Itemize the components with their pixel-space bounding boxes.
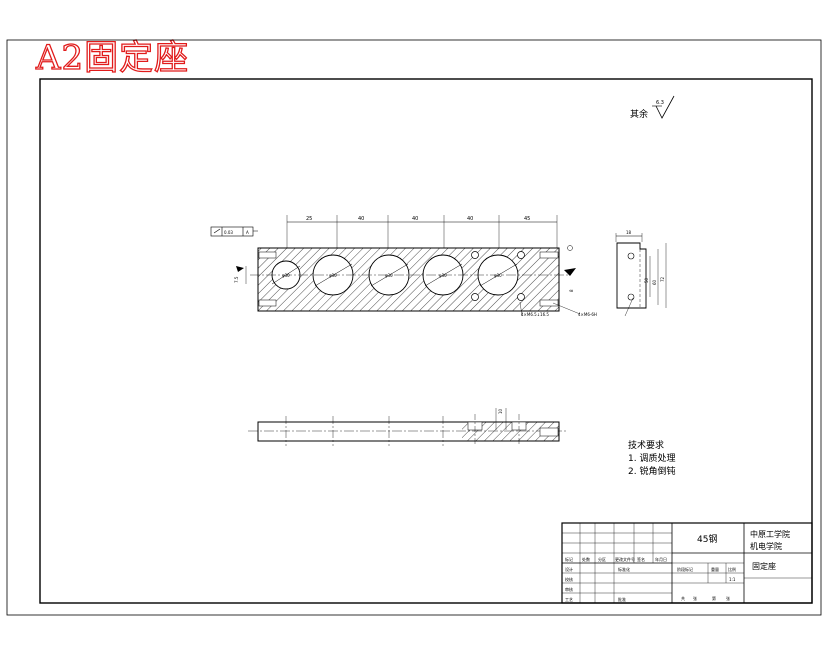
side-view: 18 50 60 72 <box>615 230 667 317</box>
sheet-inner-frame <box>39 78 813 604</box>
svg-text:6.3: 6.3 <box>656 100 664 106</box>
svg-text:10: 10 <box>498 408 503 414</box>
svg-text:0.03: 0.03 <box>224 230 233 235</box>
svg-text:年月日: 年月日 <box>655 556 667 562</box>
svg-text:φ30: φ30 <box>329 273 337 278</box>
svg-text:张: 张 <box>693 595 697 601</box>
bolt-note: 4×M6.5↓16.5 <box>521 312 549 317</box>
svg-text:φ30: φ30 <box>282 273 290 278</box>
tech-req-item: 2. 锐角倒钝 <box>628 465 675 477</box>
svg-text:8: 8 <box>569 289 574 292</box>
tech-req-title: 技术要求 <box>628 439 664 451</box>
roughness-note: 其余 6.3 <box>630 95 675 120</box>
svg-text:其余: 其余 <box>630 108 648 120</box>
svg-text:重量: 重量 <box>711 566 719 572</box>
svg-text:更改文件号: 更改文件号 <box>615 556 635 562</box>
dim-label: 25 <box>306 216 312 222</box>
drawing-size-stamp: A2固定座 <box>35 37 190 78</box>
svg-text:72: 72 <box>660 276 665 282</box>
technical-requirements: 技术要求 1. 调质处理 2. 锐角倒钝 <box>628 439 675 477</box>
sheet-outer-border <box>6 39 822 616</box>
svg-text:阶段标记: 阶段标记 <box>677 566 693 572</box>
svg-text:签名: 签名 <box>637 556 645 562</box>
svg-text:工艺: 工艺 <box>565 597 573 602</box>
svg-text:张: 张 <box>726 595 730 601</box>
svg-text:50: 50 <box>644 277 649 283</box>
svg-text:分区: 分区 <box>598 556 606 562</box>
svg-text:校核: 校核 <box>565 576 573 582</box>
dim-label: 40 <box>358 216 364 222</box>
svg-text:设计: 设计 <box>565 566 573 572</box>
school-department: 机电学院 <box>750 541 782 551</box>
svg-text:标准化: 标准化 <box>618 566 630 572</box>
svg-text:φ30: φ30 <box>385 273 393 278</box>
svg-text:φ30: φ30 <box>439 273 447 278</box>
svg-text:18: 18 <box>626 230 632 235</box>
svg-text:处数: 处数 <box>582 556 590 562</box>
school-name: 中原工学院 <box>750 529 790 539</box>
svg-text:审核: 审核 <box>565 586 573 592</box>
material-label: 45钢 <box>697 533 717 545</box>
svg-text:φ30: φ30 <box>494 273 502 278</box>
top-view: 10 <box>248 408 568 446</box>
dim-label: 40 <box>412 216 418 222</box>
thread-note: 4×M6-6H <box>578 312 597 317</box>
svg-text:A: A <box>246 230 249 235</box>
svg-text:标记: 标记 <box>565 556 573 562</box>
svg-text:第: 第 <box>712 595 716 601</box>
svg-text:60: 60 <box>652 279 657 285</box>
flatness-tolerance-frame: 0.03 A <box>210 226 258 237</box>
scale-value: 1:1 <box>729 577 736 582</box>
dim-label: 45 <box>524 216 530 222</box>
part-name: 固定座 <box>752 561 776 571</box>
svg-text:比例: 比例 <box>728 566 736 572</box>
title-block: 45钢 中原工学院 机电学院 固定座 1:1 标记 处数 分区 更改文件号 签名… <box>561 522 813 604</box>
dim-label: 40 <box>467 216 473 222</box>
front-view: 0.03 A 25 40 40 40 45 φ30 φ30 φ30 <box>210 215 597 317</box>
svg-text:批准: 批准 <box>618 596 626 602</box>
svg-text:7.5: 7.5 <box>234 276 239 283</box>
tech-req-item: 1. 调质处理 <box>628 452 675 464</box>
svg-text:共: 共 <box>681 595 685 601</box>
